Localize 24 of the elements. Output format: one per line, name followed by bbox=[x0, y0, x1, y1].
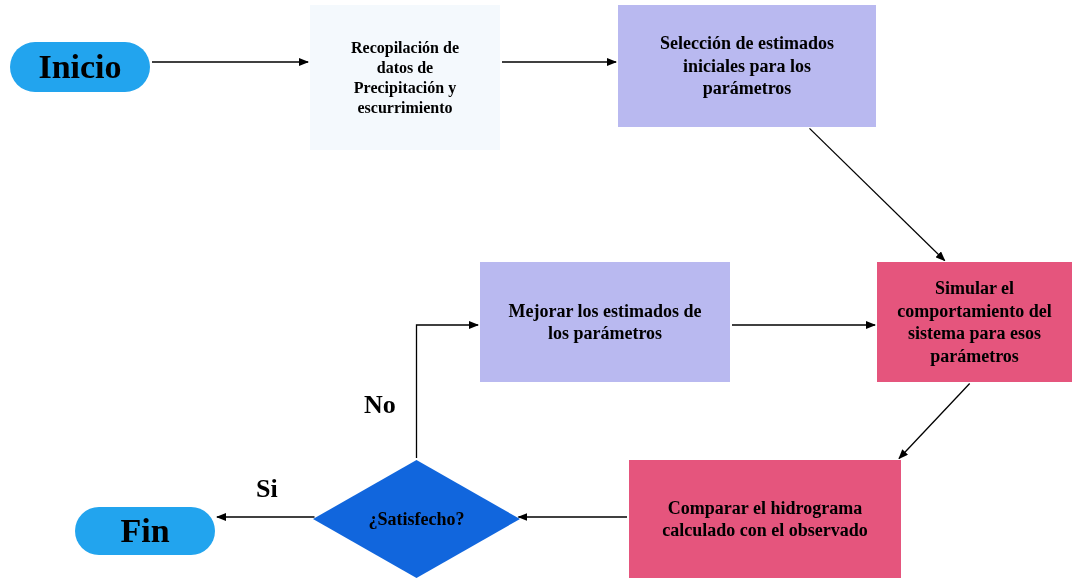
node-text: ¿Satisfecho? bbox=[368, 507, 465, 531]
end-terminal bbox=[75, 507, 215, 555]
process-box bbox=[618, 5, 876, 127]
node-text: Inicio bbox=[38, 46, 122, 87]
arrow bbox=[898, 382, 971, 460]
arrow bbox=[216, 513, 316, 521]
process-box bbox=[877, 262, 1072, 382]
decision-diamond bbox=[313, 460, 520, 578]
process-box bbox=[629, 460, 901, 578]
arrow bbox=[517, 513, 628, 521]
node-text: Fin bbox=[120, 510, 170, 551]
node-text: Comparar el hidrograma calculado con el observado bbox=[661, 496, 869, 542]
arrow bbox=[731, 321, 876, 329]
arrow bbox=[151, 58, 309, 66]
node-text: Recopilación de datos de Precipitación y escurrimiento bbox=[350, 37, 460, 118]
arrow bbox=[415, 321, 479, 459]
process-box bbox=[310, 5, 500, 150]
process-box bbox=[480, 262, 730, 382]
node-text: Mejorar los estimados de los parámetros bbox=[507, 299, 703, 345]
node-text: Selección de estimados iniciales para los parámetros bbox=[659, 32, 835, 100]
arrow bbox=[808, 127, 946, 262]
arrow bbox=[501, 58, 617, 66]
node-text: Simular el comportamiento del sistema para esos parámetros bbox=[896, 277, 1053, 367]
start-terminal bbox=[10, 42, 150, 92]
